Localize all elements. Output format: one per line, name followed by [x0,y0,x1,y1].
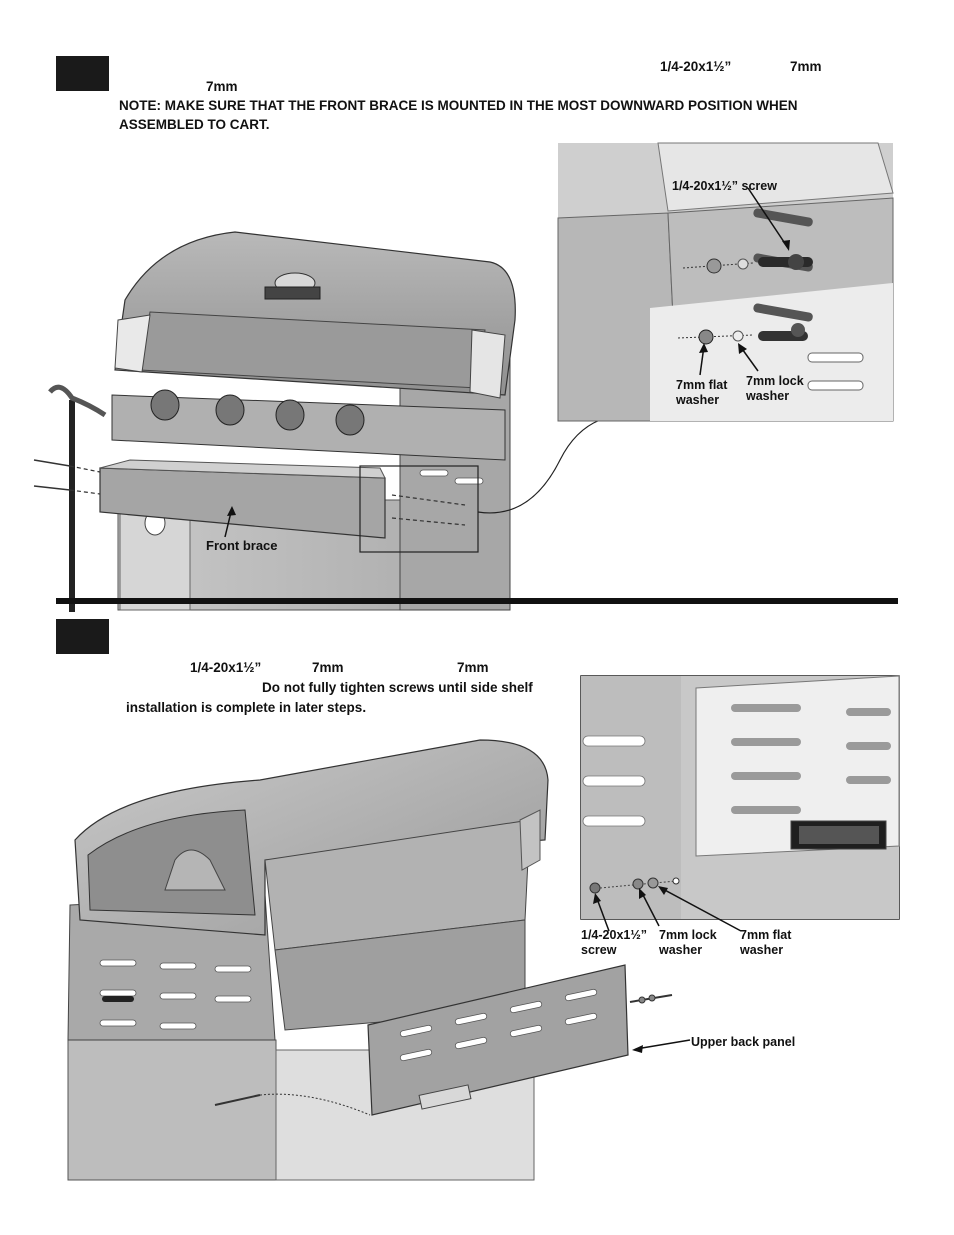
grill-front-illustration [33,231,601,612]
front-brace-label: Front brace [206,538,278,553]
step2-callout-lock-washer: 7mm lock washer [659,928,717,957]
step1-screw-spec: 1/4-20x1½” [660,59,732,74]
step1-washer-spec-a: 7mm [790,59,822,74]
step2-washer-spec-b: 7mm [457,660,489,675]
step2-screw-spec: 1/4-20x1½” [190,660,262,675]
grill-rear-illustration [67,739,691,1181]
step2-caution-line2: installation is complete in later steps. [126,700,367,715]
step-divider [56,598,898,604]
step2-callout-flat-washer: 7mm flat washer [740,928,792,957]
step1-inset-detail [557,142,894,422]
step2-inset-detail [580,675,900,932]
step-number-box-2 [56,619,109,654]
step-number-box-1 [56,56,109,91]
step2-callout-screw: 1/4-20x1½” screw [581,928,648,957]
step2-washer-spec-a: 7mm [312,660,344,675]
step1-washer-spec-b: 7mm [206,79,238,94]
step1-callout-lock-washer: 7mm lock washer [746,374,804,403]
step1-callout-flat-washer: 7mm flat washer [676,378,728,407]
step2-caution-line1: Do not fully tighten screws until side s… [262,680,533,695]
upper-back-panel-label: Upper back panel [691,1035,796,1049]
step1-callout-screw: 1/4-20x1½” screw [672,179,777,193]
step1-note: NOTE: MAKE SURE THAT THE FRONT BRACE IS … [119,98,798,132]
